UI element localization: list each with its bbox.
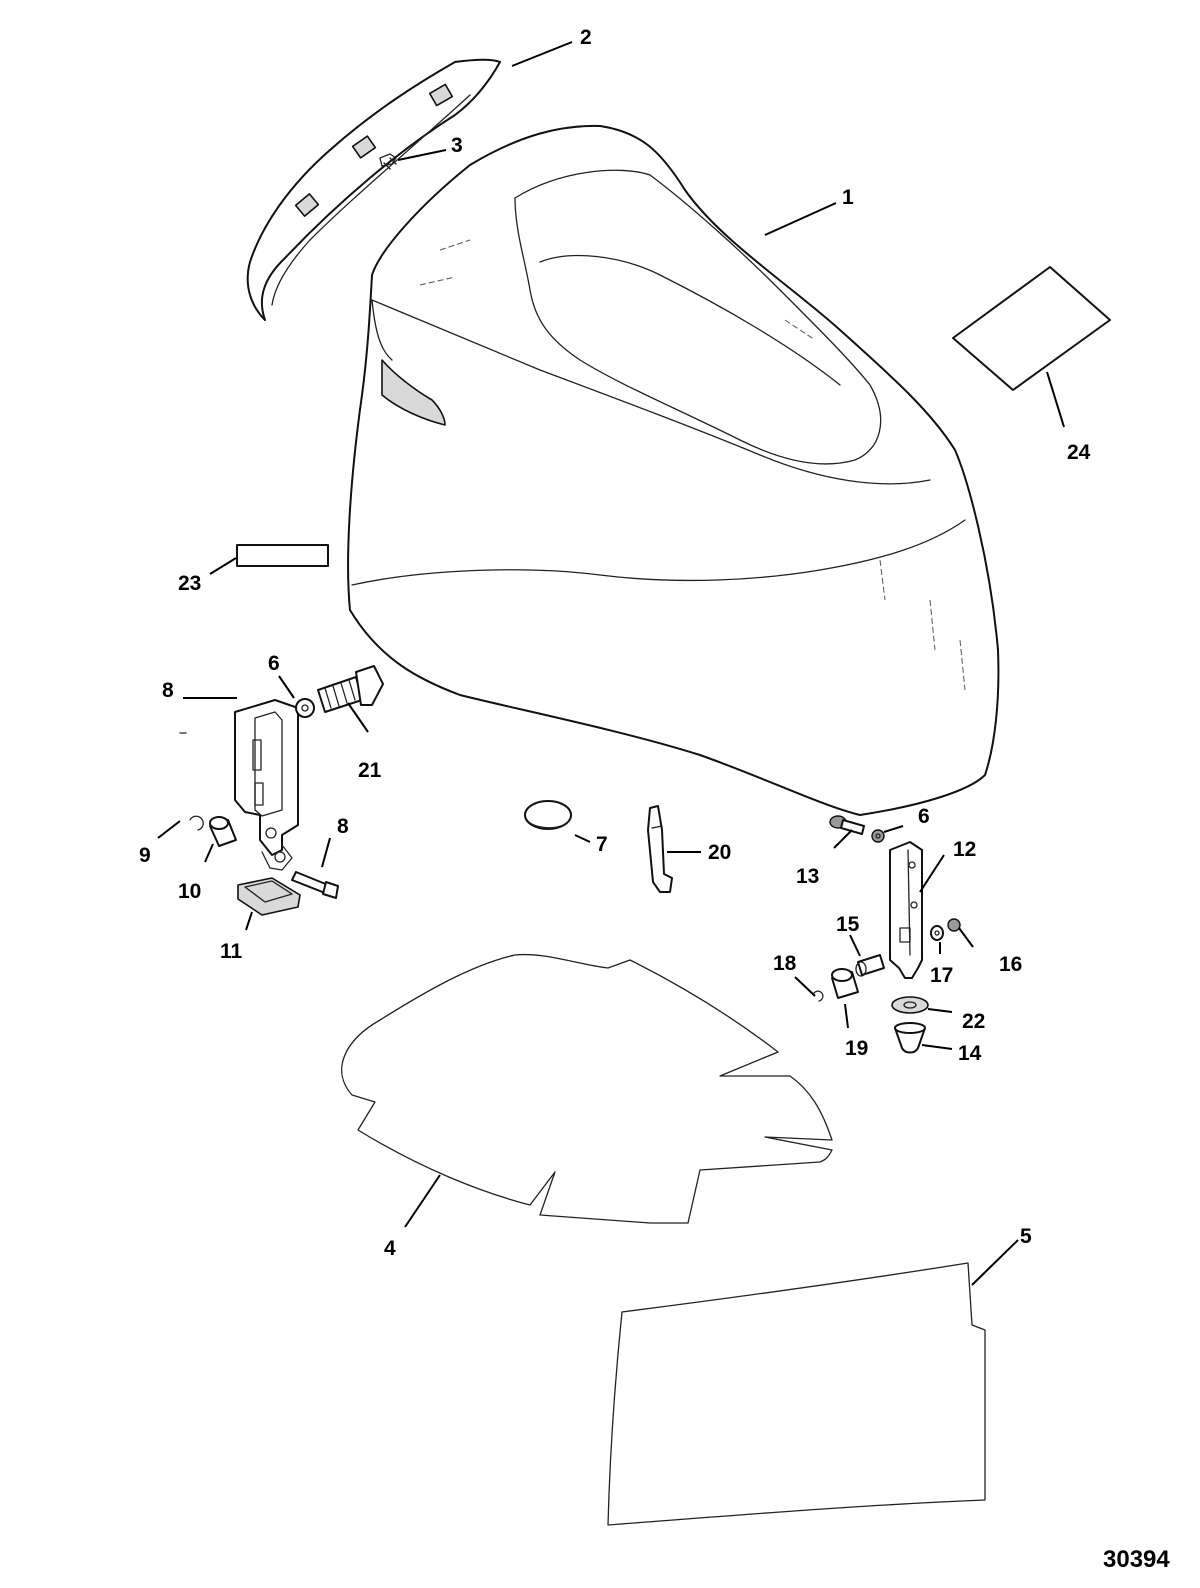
callout-9: 9 [139, 844, 151, 867]
callout-7: 7 [596, 833, 608, 856]
figure-number: 30394 [1103, 1546, 1170, 1573]
part-18-clip [812, 990, 824, 1002]
part-6-left-washer [295, 698, 315, 718]
part-22-washer [891, 996, 929, 1014]
callout-10: 10 [178, 880, 201, 903]
part-24-decal [952, 266, 1111, 391]
part-11-pad [237, 877, 301, 916]
callout-24: 24 [1067, 441, 1091, 464]
part-21-bolt [317, 665, 384, 713]
callout-5: 5 [1020, 1225, 1032, 1248]
callout-14: 14 [958, 1042, 982, 1065]
callout-20: 20 [708, 841, 731, 864]
callout-16: 16 [999, 953, 1022, 976]
callout-13: 13 [796, 865, 819, 888]
part-2-trim-strip [246, 58, 501, 321]
callout-labels: 2 3 1 24 23 6 8 21 8 9 10 11 7 20 6 12 1… [139, 26, 1091, 1260]
part-6-right-washer [871, 829, 885, 843]
part-17-washer [930, 925, 944, 941]
part-7-plug [524, 800, 572, 830]
part-8-lower-bolt [291, 871, 339, 899]
callout-2: 2 [580, 26, 592, 49]
part-9-clip [189, 815, 204, 831]
callout-17: 17 [930, 964, 953, 987]
callout-8-upper: 8 [162, 679, 174, 702]
part-20-latch [647, 805, 673, 893]
part-3-clip [379, 153, 397, 170]
part-10-bushing [209, 816, 237, 847]
part-1-top-cowl [347, 124, 1000, 816]
leader-lines [157, 41, 1065, 1286]
callout-1: 1 [842, 186, 854, 209]
callout-11: 11 [220, 940, 243, 963]
callout-15: 15 [836, 913, 860, 936]
part-8-left-bracket [179, 699, 299, 871]
callout-12: 12 [953, 838, 976, 861]
part-5-sheet [607, 1262, 986, 1526]
callout-22: 22 [962, 1010, 985, 1033]
callout-4: 4 [384, 1237, 396, 1260]
part-15-stud [855, 954, 885, 977]
callout-18: 18 [773, 952, 797, 975]
part-16-nut [947, 918, 961, 932]
part-12-right-bracket [889, 841, 923, 979]
callout-8-lower: 8 [337, 815, 349, 838]
callout-3: 3 [451, 134, 463, 157]
part-19-bushing [831, 968, 859, 999]
part-23-decal [236, 544, 329, 567]
part-14-foot [894, 1022, 926, 1054]
part-13-screw [829, 815, 865, 835]
part-4-foam-sheet [341, 953, 833, 1224]
callout-6-right: 6 [918, 805, 930, 828]
callout-19: 19 [845, 1037, 868, 1060]
callout-23: 23 [178, 572, 201, 595]
callout-21: 21 [358, 759, 382, 782]
callout-6-left: 6 [268, 652, 280, 675]
